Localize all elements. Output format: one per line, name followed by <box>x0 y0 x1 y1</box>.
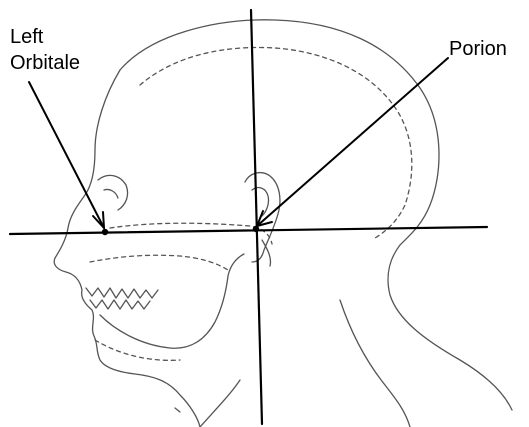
eye-socket <box>98 175 128 210</box>
upper-teeth <box>86 288 158 298</box>
skull-outline <box>120 20 512 410</box>
neck-front <box>200 380 240 427</box>
chin-mark <box>175 408 180 412</box>
lower-teeth <box>90 300 150 309</box>
head-sketch <box>54 20 512 427</box>
left-orbitale-arrowhead <box>93 212 104 228</box>
left-orbitale-leader <box>29 82 104 228</box>
eye-detail <box>104 189 118 198</box>
left-orbitale-label-line1: Left <box>10 26 43 48</box>
zygomatic-dashed <box>110 223 272 244</box>
mandible-dashed <box>95 340 180 360</box>
left-orbitale-label-line2: Orbitale <box>10 52 80 74</box>
mandible <box>100 254 244 348</box>
porion-leader <box>257 58 448 226</box>
maxilla-dashed <box>90 255 228 270</box>
ear-inner <box>252 188 269 216</box>
porion-point <box>253 226 259 232</box>
leader-lines <box>29 58 448 228</box>
left-orbitale-point <box>102 229 108 235</box>
porion-label: Porion <box>449 38 507 60</box>
neck-back <box>340 300 410 427</box>
frankfort-horizontal-line <box>10 227 487 234</box>
reference-lines <box>10 10 487 424</box>
face-profile <box>54 70 200 427</box>
ear-outline <box>245 173 280 262</box>
